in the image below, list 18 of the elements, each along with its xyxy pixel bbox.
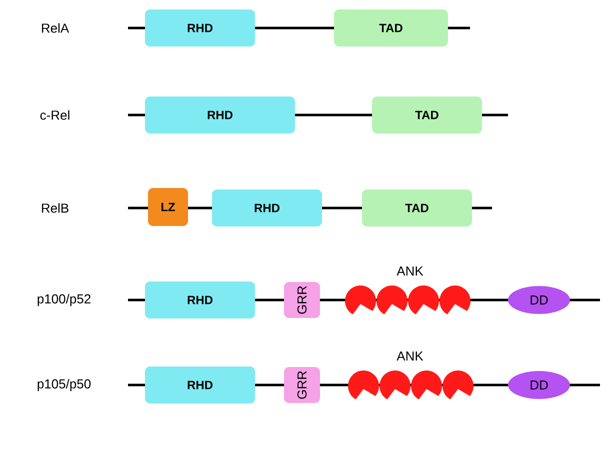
protein-label: RelB xyxy=(42,203,68,213)
domain-box: TAD xyxy=(334,10,448,46)
domain-label: ANK xyxy=(396,266,424,276)
domain-label: ANK xyxy=(396,352,424,360)
domain-box: TAD xyxy=(372,96,482,134)
protein-label: p100/p52 xyxy=(38,294,90,306)
domain-box: LZ xyxy=(148,188,188,226)
domain-box: RHD xyxy=(212,190,322,226)
domain-box: RHD xyxy=(145,282,255,318)
domain-box: RHD xyxy=(145,10,255,46)
protein-label: p105/p50 xyxy=(38,378,91,392)
domain-box: GRR xyxy=(284,367,320,403)
domain-box: RHD xyxy=(145,96,295,134)
domain-box: GRR xyxy=(284,282,320,318)
domain-box: TAD xyxy=(362,190,472,226)
domain-box: RHD xyxy=(145,366,255,404)
protein-label: c-Rel xyxy=(40,110,70,120)
protein-label: RelA xyxy=(42,23,70,33)
